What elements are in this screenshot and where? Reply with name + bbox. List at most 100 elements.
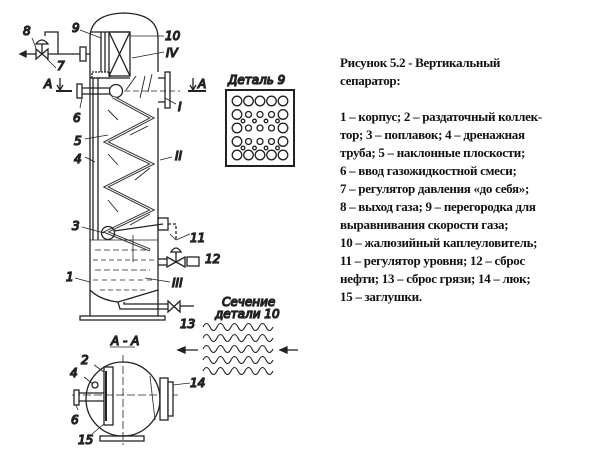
drain-pipe-section: [91, 381, 99, 389]
plate-hole: [240, 145, 246, 151]
plate-hole: [256, 124, 264, 132]
label-12: 12: [205, 252, 220, 266]
label-13: 13: [180, 317, 195, 331]
louvre-profile: [202, 366, 274, 376]
louvre-profile: [202, 333, 274, 343]
label-11: 11: [190, 231, 205, 245]
plate-hole: [243, 95, 254, 107]
plate-hole: [263, 145, 269, 151]
collector-2: [103, 366, 114, 426]
flow-arrows-detail-10: [176, 346, 298, 354]
oil-outlet-12: [158, 256, 200, 267]
plate-hole: [275, 118, 280, 124]
label-3: 3: [72, 219, 80, 233]
detail-10-title-1: Сечение: [222, 295, 275, 309]
label-zone-III: III: [172, 276, 183, 290]
detail-10-title-2: детали 10: [214, 307, 280, 321]
legend-line: нефти; 13 – сброс грязи; 14 – люк;: [340, 271, 531, 286]
legend-line: 11 – регулятор уровня; 12 – сброс: [340, 253, 525, 268]
plate-hole: [231, 149, 243, 161]
plate-hole: [240, 118, 246, 124]
caption-title-line: Рисунок 5.2 - Вертикальный: [340, 55, 501, 70]
legend-line: выравнивания скорости газа;: [340, 217, 509, 232]
plate-hole: [244, 137, 253, 146]
sludge-outlet-13: [117, 299, 194, 314]
legend-line: 1 – корпус; 2 – раздаточный коллек-: [340, 109, 542, 124]
partition-9: [90, 31, 130, 72]
float-3: [100, 223, 164, 241]
gas-outlet-8: [18, 46, 90, 62]
legend-line: труба; 5 – наклонные плоскости;: [340, 145, 525, 160]
legend-line: 7 – регулятор давления «до себя»;: [340, 181, 530, 196]
label-section-a-left: А: [43, 77, 52, 91]
label-1: 1: [66, 270, 74, 284]
plate-hole: [266, 95, 277, 107]
label-zone-I: I: [178, 100, 182, 114]
vessel-body-1: [79, 12, 166, 321]
caption-title-line: сепаратор:: [340, 73, 401, 88]
legend-line: 6 – ввод газожидкостной смеси;: [340, 163, 517, 178]
pressure-regulator-valve-7: [34, 31, 59, 61]
drain-pipe-4: [92, 78, 99, 240]
plate-hole: [231, 109, 243, 120]
detail-9-perforated-plate: [225, 89, 295, 167]
detail-9-title: Деталь 9: [227, 73, 285, 87]
plate-hole: [244, 110, 253, 119]
leader-lines: [31, 29, 191, 435]
plate-hole: [252, 118, 257, 124]
section-line-a-a: [56, 78, 206, 92]
label-7: 7: [57, 59, 65, 73]
label-6: 6: [73, 111, 81, 125]
plate-hole: [263, 118, 269, 124]
hatch-flange: [164, 71, 171, 109]
section-a-a-title: А - А: [110, 334, 139, 348]
legend-line: 15 – заглушки.: [340, 289, 422, 304]
legend-line: 10 – жалюзийный каплеуловитель;: [340, 235, 538, 250]
label-6-section: 6: [71, 413, 79, 427]
plate-hole: [267, 110, 276, 119]
plate-hole: [275, 145, 280, 151]
liquid-zone-III: [90, 235, 158, 291]
plate-hole: [243, 149, 254, 161]
label-4: 4: [74, 152, 82, 166]
label-8: 8: [23, 24, 31, 38]
label-zone-II: II: [175, 149, 183, 163]
section-a-a-view: [72, 355, 178, 445]
plate-hole: [231, 136, 243, 147]
label-10: 10: [165, 29, 181, 43]
plate-hole: [267, 137, 276, 146]
plate-hole: [267, 124, 276, 132]
plate-hole: [231, 95, 243, 107]
label-9: 9: [72, 21, 80, 35]
plate-hole: [231, 122, 243, 134]
plate-hole: [277, 109, 289, 120]
label-14: 14: [190, 376, 205, 390]
plate-hole: [266, 149, 277, 161]
plate-hole: [254, 95, 266, 107]
louvre-profile: [202, 322, 274, 332]
plate-hole: [256, 110, 264, 119]
label-zone-IV: IV: [166, 46, 179, 60]
louvre-profile: [202, 344, 274, 354]
label-4-section: 4: [70, 366, 78, 380]
plate-hole: [256, 137, 264, 146]
mist-eliminator-10: [90, 31, 131, 79]
legend-line: 8 – выход газа; 9 – перегородка для: [340, 199, 536, 214]
plate-hole: [254, 149, 266, 161]
louvre-profile: [202, 355, 274, 365]
inlet-6: [76, 83, 124, 99]
detail-10-section: [202, 322, 274, 376]
label-2: 2: [81, 353, 89, 367]
plate-hole: [277, 136, 289, 147]
level-regulator-11: [157, 217, 186, 269]
plate-hole: [277, 95, 289, 107]
plate-hole: [277, 149, 289, 161]
label-5: 5: [74, 134, 82, 148]
figure-caption: Рисунок 5.2 - Вертикальный сепаратор: 1 …: [340, 54, 612, 306]
hatch-14: [167, 381, 174, 417]
plate-hole: [277, 122, 289, 134]
plate-hole: [244, 124, 253, 132]
label-15: 15: [78, 433, 93, 447]
